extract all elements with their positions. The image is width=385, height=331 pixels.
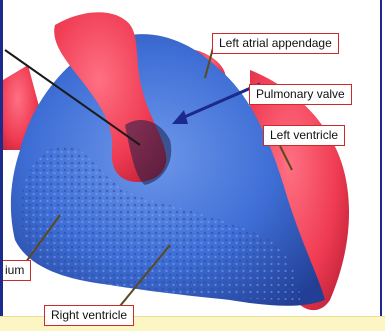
figure-frame-left	[0, 0, 3, 331]
label-atrium-partial: ium	[3, 260, 31, 281]
label-left-atrial-appendage: Left atrial appendage	[212, 33, 339, 54]
figure-frame-right	[380, 0, 382, 331]
label-pulmonary-valve: Pulmonary valve	[249, 84, 352, 105]
label-left-ventricle: Left ventricle	[263, 125, 345, 146]
label-right-ventricle: Right ventricle	[44, 305, 134, 326]
